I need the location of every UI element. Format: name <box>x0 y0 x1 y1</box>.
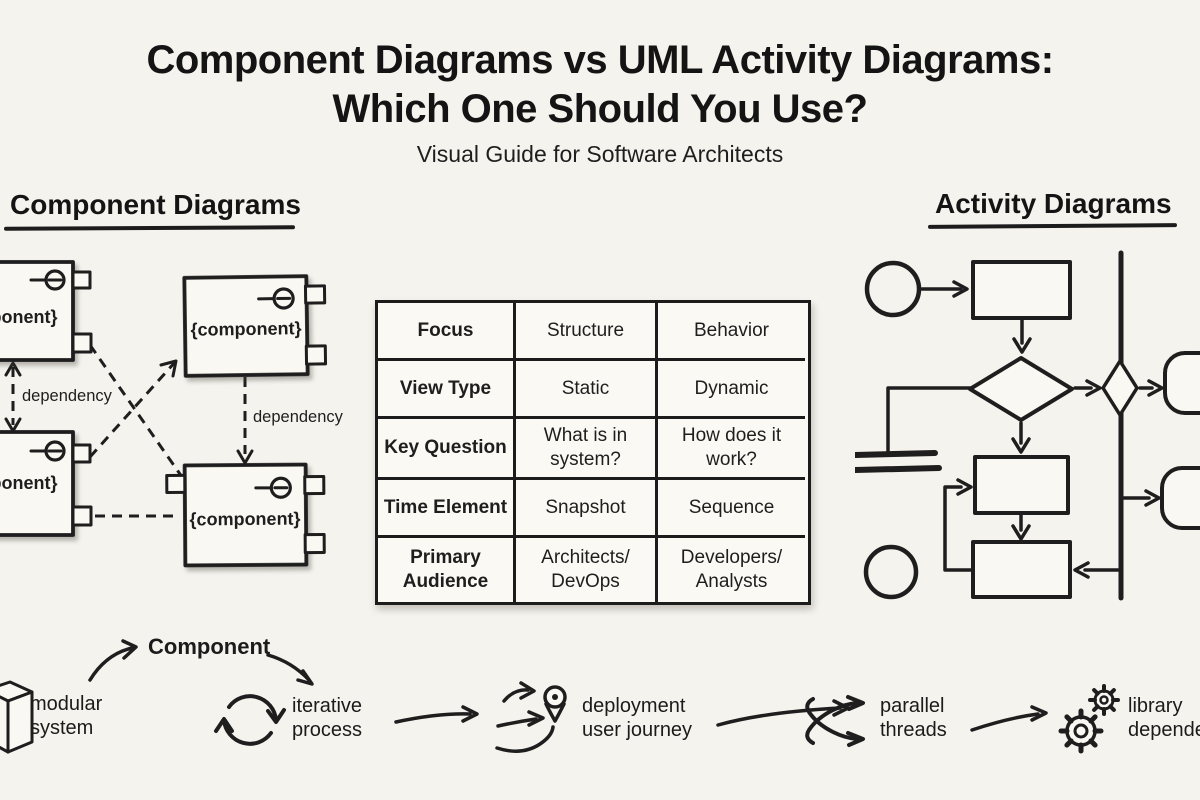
component-heading-underline <box>3 225 296 231</box>
deployment-journey-label: deployment user journey <box>582 695 693 742</box>
loop-back-connector <box>943 478 975 572</box>
table-cell-activity: Developers/ Analysts <box>680 547 783 592</box>
component-callout-label: Component <box>148 634 271 659</box>
lollipop-interface-icon <box>29 269 66 291</box>
arrow-to-component-callout <box>88 639 138 682</box>
arrow-parallel-to-gears <box>970 705 1048 732</box>
table-cell-component: Snapshot <box>516 480 658 538</box>
component-box-a: {component} <box>0 260 93 362</box>
cycle-arrows-icon <box>214 694 286 746</box>
shuffle-arrows-icon <box>805 695 865 747</box>
page-title: Component Diagrams vs UML Activity Diagr… <box>0 36 1200 134</box>
merge-node <box>1101 359 1139 417</box>
cube-icon <box>0 680 34 754</box>
end-node <box>863 544 919 600</box>
arrow-action1-to-decision <box>1012 318 1032 354</box>
decision-to-fork-connector <box>886 386 972 453</box>
table-row-label: Key Question <box>378 419 516 480</box>
component-diagrams-heading: Component Diagrams <box>10 189 301 220</box>
table-row-label: Focus <box>378 303 516 361</box>
table-row-label: Primary Audience <box>378 538 516 602</box>
table-cell-activity: Behavior <box>658 303 805 361</box>
bottom-icon-row <box>0 639 1120 754</box>
parallel-threads-label: parallel threads <box>880 695 947 742</box>
lollipop-interface-icon <box>257 287 295 310</box>
arrow-from-component-callout <box>266 653 314 686</box>
title-line-1: Component Diagrams vs UML Activity Diagr… <box>146 38 1054 82</box>
action-node-2 <box>973 455 1070 515</box>
journey-pin-icon <box>495 681 567 753</box>
activity-diagrams-heading: Activity Diagrams <box>935 188 1172 219</box>
library-dependency-label: library dependency <box>1128 695 1200 742</box>
component-box-label: {component} <box>0 473 58 493</box>
dependency-connectors <box>4 344 254 518</box>
component-box-label: {component} <box>190 318 301 340</box>
action-node-1 <box>971 260 1072 320</box>
table-cell-activity: Dynamic <box>658 361 805 419</box>
activity-diagram <box>855 250 1200 601</box>
table-cell-component: Structure <box>516 303 658 361</box>
rounded-activity-node-1 <box>1163 351 1200 415</box>
dependency-label-right: dependency <box>253 408 344 426</box>
lollipop-interface-icon <box>29 440 66 462</box>
lollipop-interface-icon <box>254 476 292 499</box>
component-box-label: {component} <box>189 509 300 530</box>
arrow-swimlane-to-activity2 <box>1121 489 1161 507</box>
table-cell-component: Static <box>516 361 658 419</box>
component-box-b: {component} <box>0 430 93 537</box>
arrow-decision-to-merge <box>1073 379 1102 397</box>
start-node <box>864 260 922 318</box>
arrow-start-to-action <box>920 280 969 298</box>
table-cell-component: What is in system? <box>516 419 658 480</box>
rounded-activity-node-2 <box>1160 466 1200 530</box>
decision-node <box>968 356 1074 422</box>
arrow-merge-to-activity1 <box>1138 379 1164 397</box>
page-subtitle: Visual Guide for Software Architects <box>416 141 784 167</box>
iterative-process-label: iterative process <box>292 695 363 742</box>
activity-heading-underline <box>927 223 1178 229</box>
action-node-3 <box>971 540 1072 599</box>
table-row-label: View Type <box>378 361 516 419</box>
arrow-swimlane-to-action3 <box>1073 561 1120 579</box>
comparison-table: Focus Structure Behavior View Type Stati… <box>375 300 811 605</box>
component-box-c: {component} <box>182 274 328 378</box>
table-row-label: Time Element <box>378 480 516 538</box>
table-cell-activity: Sequence <box>658 480 805 538</box>
component-box-label: {component} <box>0 307 58 327</box>
component-box-d: {component} <box>165 462 326 568</box>
arrow-action2-to-action3 <box>1011 513 1031 541</box>
modular-system-label: modular system <box>30 693 103 740</box>
arrow-decision-to-action2 <box>1011 421 1031 454</box>
gears-icon <box>1058 684 1120 754</box>
fork-join-bars <box>855 450 942 473</box>
arrow-iterative-to-journey <box>394 705 479 724</box>
table-cell-component: Architects/ DevOps <box>516 538 658 602</box>
component-diagram: dependency dependency {component} <box>0 260 344 568</box>
table-cell-activity: How does it work? <box>658 419 805 480</box>
dependency-label-left: dependency <box>22 387 113 405</box>
title-line-2: Which One Should You Use? <box>332 86 868 131</box>
